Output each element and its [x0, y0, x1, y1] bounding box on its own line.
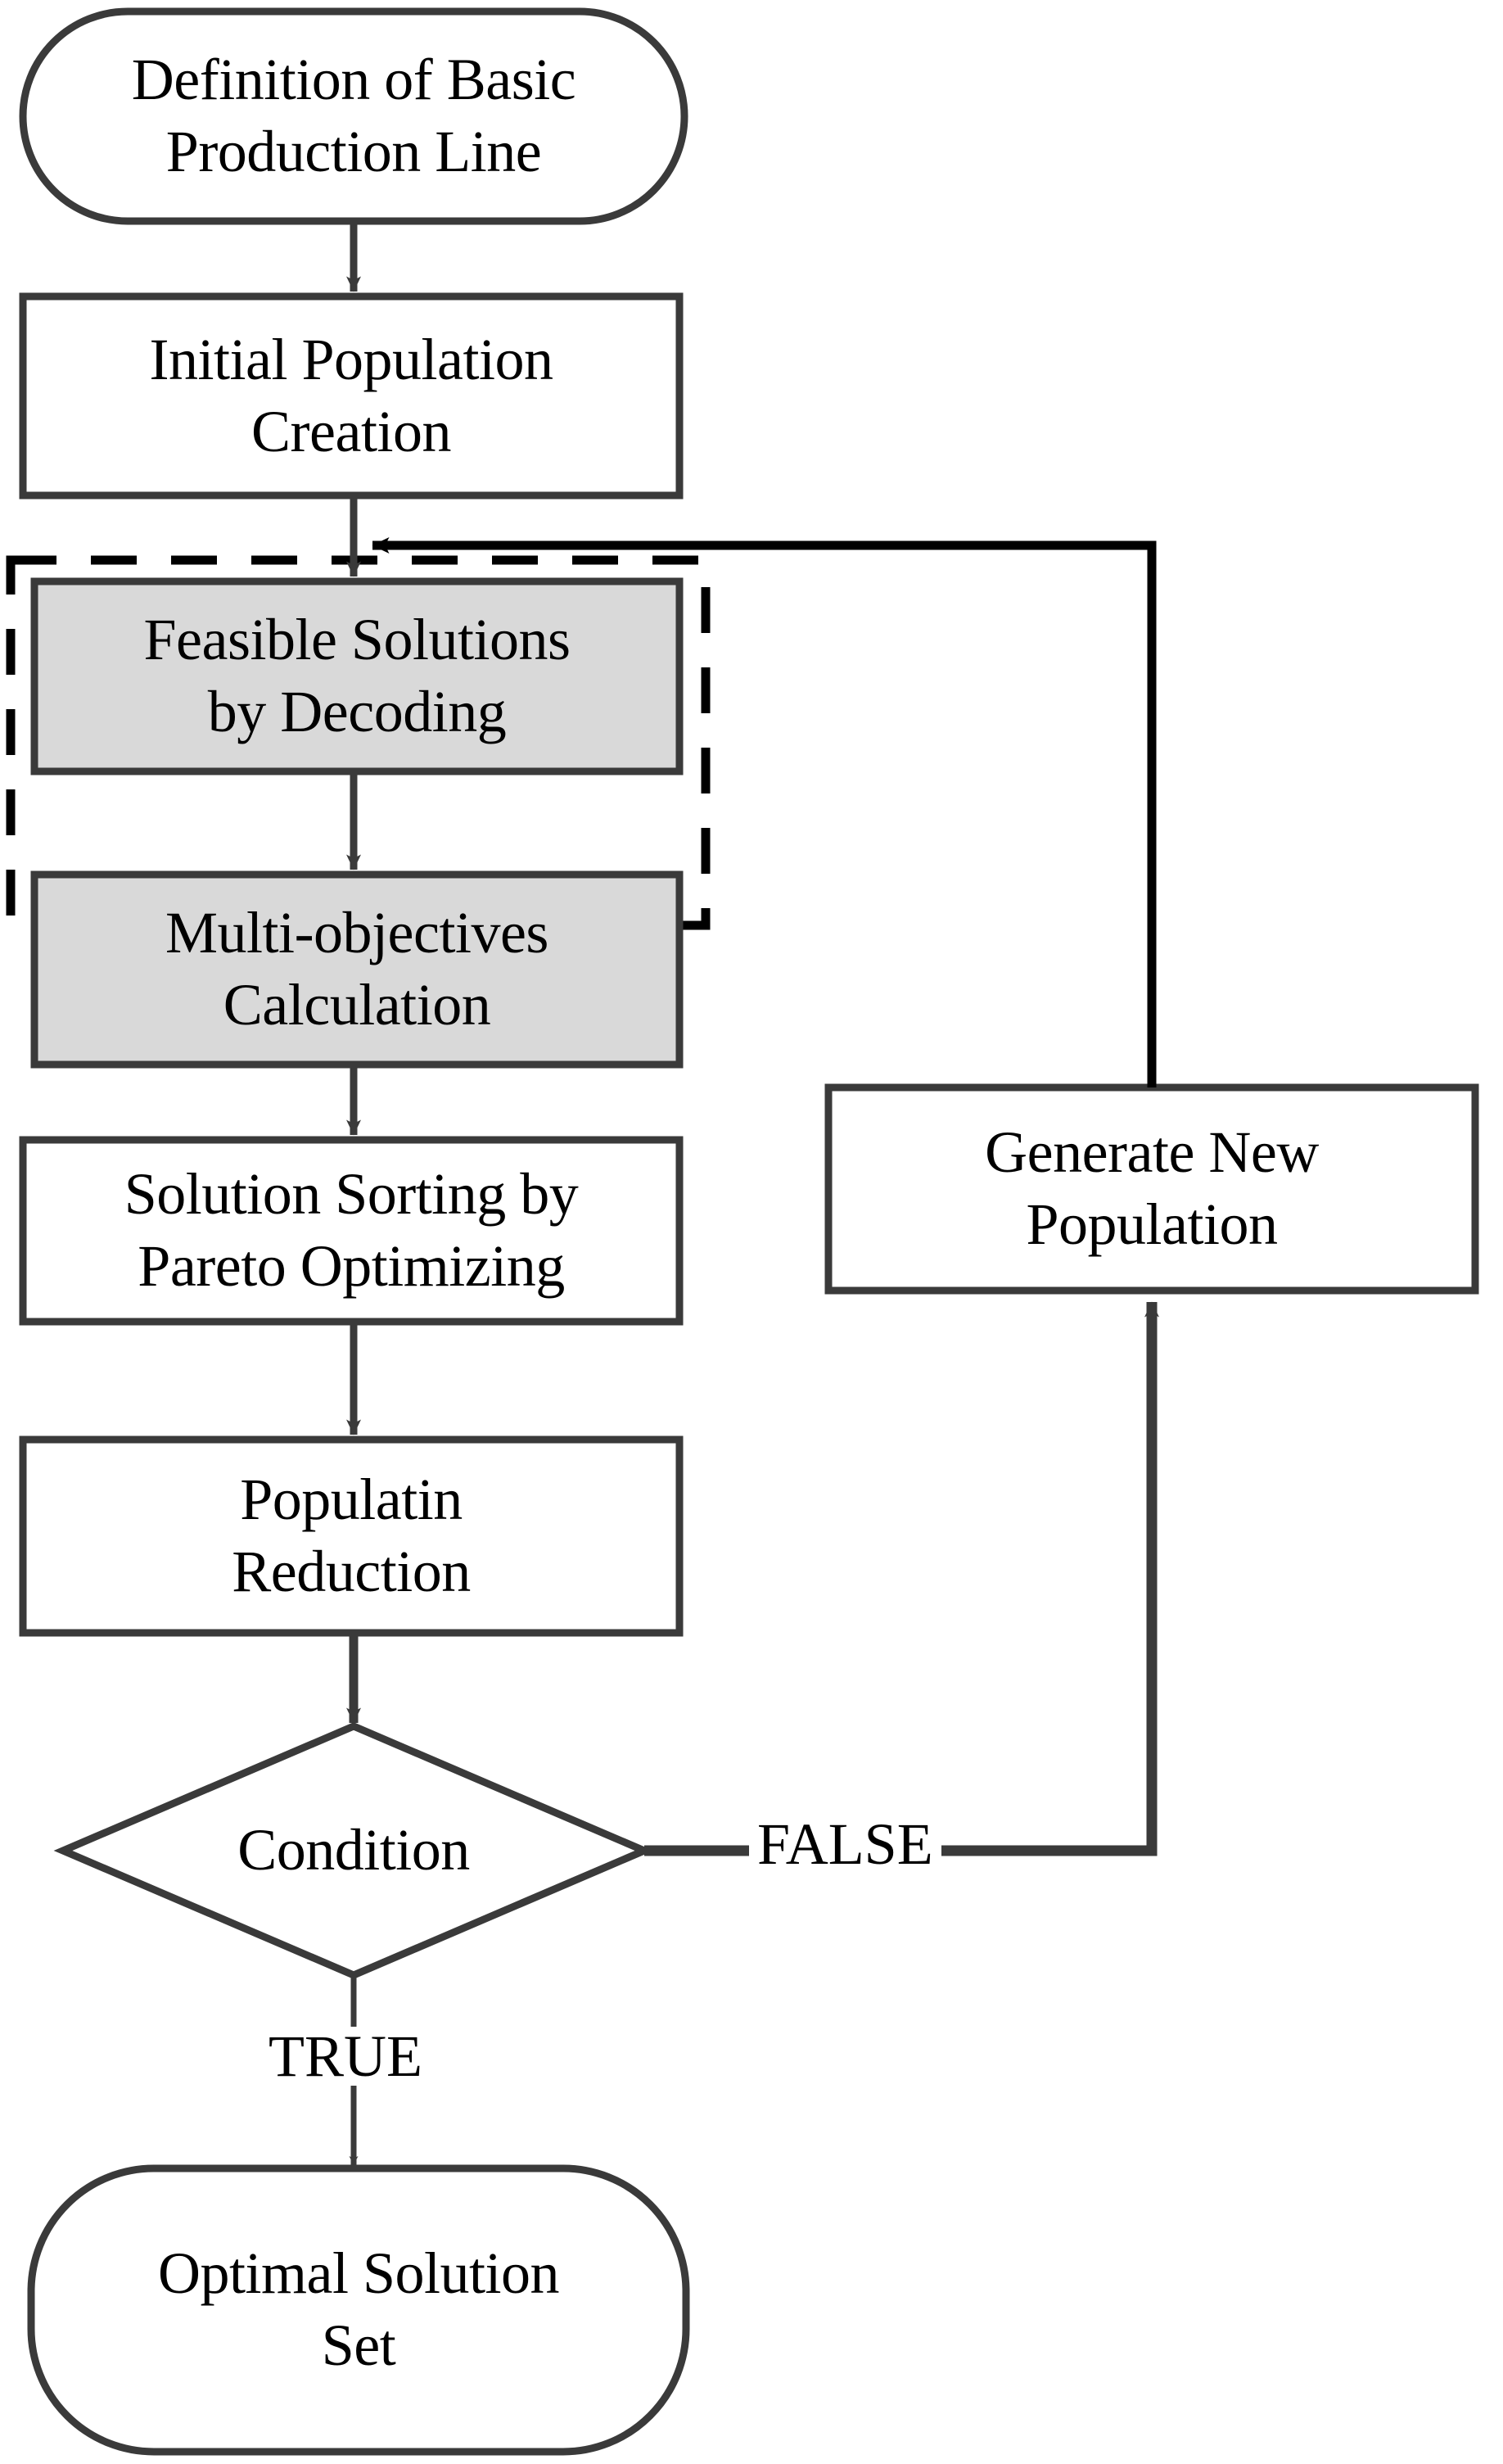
population-reduction-shape[interactable]: [19, 1435, 684, 1637]
initial-population-shape[interactable]: [19, 292, 684, 500]
false-branch-label: FALSE: [749, 1815, 941, 1874]
multi-objectives-shape[interactable]: [30, 870, 684, 1069]
edge-condition-false-to-generate: [644, 1301, 1159, 1856]
feasible-solutions-shape[interactable]: [30, 577, 684, 775]
edge-generate-to-loop-entry: [372, 537, 1157, 1087]
true-branch-label: TRUE: [260, 2027, 431, 2086]
solution-sorting-shape[interactable]: [19, 1136, 684, 1326]
generate-new-population-shape[interactable]: [824, 1083, 1479, 1295]
optimal-solution-terminator-shape[interactable]: [27, 2164, 690, 2456]
start-terminator-shape[interactable]: [19, 7, 688, 225]
condition-diamond-shape[interactable]: [53, 1722, 654, 1979]
